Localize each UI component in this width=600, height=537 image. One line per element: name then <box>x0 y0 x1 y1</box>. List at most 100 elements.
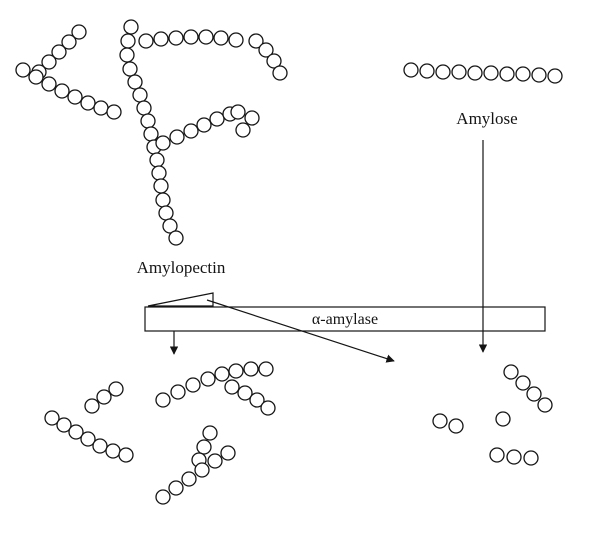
glucose-unit <box>483 65 499 81</box>
glucose-unit <box>71 24 87 40</box>
glucose-unit <box>92 438 108 454</box>
glucose-unit <box>44 410 60 426</box>
glucose-unit <box>260 400 276 416</box>
reaction-arrows <box>169 140 488 363</box>
glucose-unit <box>224 379 240 395</box>
amylopectin-structure <box>15 19 288 246</box>
product-fragments <box>44 361 553 505</box>
glucose-unit <box>108 381 124 397</box>
glucose-unit <box>244 110 260 126</box>
glucose-unit <box>84 398 100 414</box>
glucose-unit <box>168 30 184 46</box>
glucose-unit <box>451 64 467 80</box>
glucose-unit <box>228 32 244 48</box>
glucose-unit <box>403 62 419 78</box>
glucose-unit <box>209 111 225 127</box>
glucose-unit <box>194 462 210 478</box>
glucose-unit <box>196 117 212 133</box>
glucose-unit <box>506 449 522 465</box>
glucose-unit <box>523 450 539 466</box>
glucose-unit <box>243 361 259 377</box>
glucose-unit <box>68 424 84 440</box>
glucose-unit <box>435 64 451 80</box>
glucose-unit <box>183 123 199 139</box>
glucose-unit <box>41 76 57 92</box>
glucose-unit <box>105 443 121 459</box>
glucose-unit <box>155 392 171 408</box>
glucose-unit <box>168 480 184 496</box>
glucose-unit <box>467 65 483 81</box>
enzyme-label: α-amylase <box>312 311 378 328</box>
glucose-unit <box>432 413 448 429</box>
glucose-unit <box>41 54 57 70</box>
glucose-unit <box>28 69 44 85</box>
glucose-unit <box>158 205 174 221</box>
glucose-unit <box>162 218 178 234</box>
glucose-unit <box>123 19 139 35</box>
glucose-unit <box>170 384 186 400</box>
glucose-unit <box>132 87 148 103</box>
glucose-unit <box>80 431 96 447</box>
reaction-arrow <box>206 299 395 363</box>
glucose-unit <box>106 104 122 120</box>
glucose-unit <box>61 34 77 50</box>
glucose-unit <box>214 366 230 382</box>
glucose-unit <box>249 392 265 408</box>
glucose-unit <box>140 113 156 129</box>
glucose-unit <box>266 53 282 69</box>
glucose-unit <box>531 67 547 83</box>
glucose-unit <box>151 165 167 181</box>
glucose-unit <box>168 230 184 246</box>
glucose-unit <box>230 104 246 120</box>
glucose-unit <box>200 371 216 387</box>
amylose-label: Amylose <box>456 109 517 128</box>
glucose-unit <box>196 439 212 455</box>
glucose-unit <box>213 30 229 46</box>
glucose-unit <box>258 361 274 377</box>
glucose-unit <box>54 83 70 99</box>
glucose-unit <box>448 418 464 434</box>
glucose-unit <box>237 385 253 401</box>
glucose-unit <box>499 66 515 82</box>
glucose-unit <box>93 100 109 116</box>
glucose-unit <box>127 74 143 90</box>
glucose-unit <box>149 152 165 168</box>
glucose-unit <box>526 386 542 402</box>
glucose-unit <box>118 447 134 463</box>
glucose-unit <box>419 63 435 79</box>
glucose-unit <box>67 89 83 105</box>
glucose-unit <box>155 192 171 208</box>
glucose-unit <box>96 389 112 405</box>
glucose-unit <box>495 411 511 427</box>
glucose-unit <box>153 31 169 47</box>
glucose-unit <box>136 100 152 116</box>
glucose-unit <box>198 29 214 45</box>
glucose-unit <box>185 377 201 393</box>
glucose-unit <box>122 61 138 77</box>
glucose-unit <box>272 65 288 81</box>
glucose-unit <box>220 445 236 461</box>
glucose-unit <box>143 126 159 142</box>
glucose-unit <box>489 447 505 463</box>
amylopectin-label: Amylopectin <box>137 258 226 277</box>
glucose-unit <box>515 375 531 391</box>
glucose-unit <box>155 489 171 505</box>
glucose-unit <box>120 33 136 49</box>
glucose-unit <box>515 66 531 82</box>
glucose-unit <box>51 44 67 60</box>
glucose-unit <box>169 129 185 145</box>
glucose-unit <box>138 33 154 49</box>
glucose-unit <box>183 29 199 45</box>
glucose-unit <box>258 42 274 58</box>
glucose-unit <box>181 471 197 487</box>
glucose-unit <box>56 417 72 433</box>
glucose-unit <box>248 33 264 49</box>
glucose-unit <box>155 135 171 151</box>
glucose-unit <box>503 364 519 380</box>
glucose-unit <box>119 47 135 63</box>
glucose-unit <box>202 425 218 441</box>
glucose-unit <box>228 363 244 379</box>
wedge-triangle-icon <box>147 292 214 307</box>
glucose-unit <box>207 453 223 469</box>
